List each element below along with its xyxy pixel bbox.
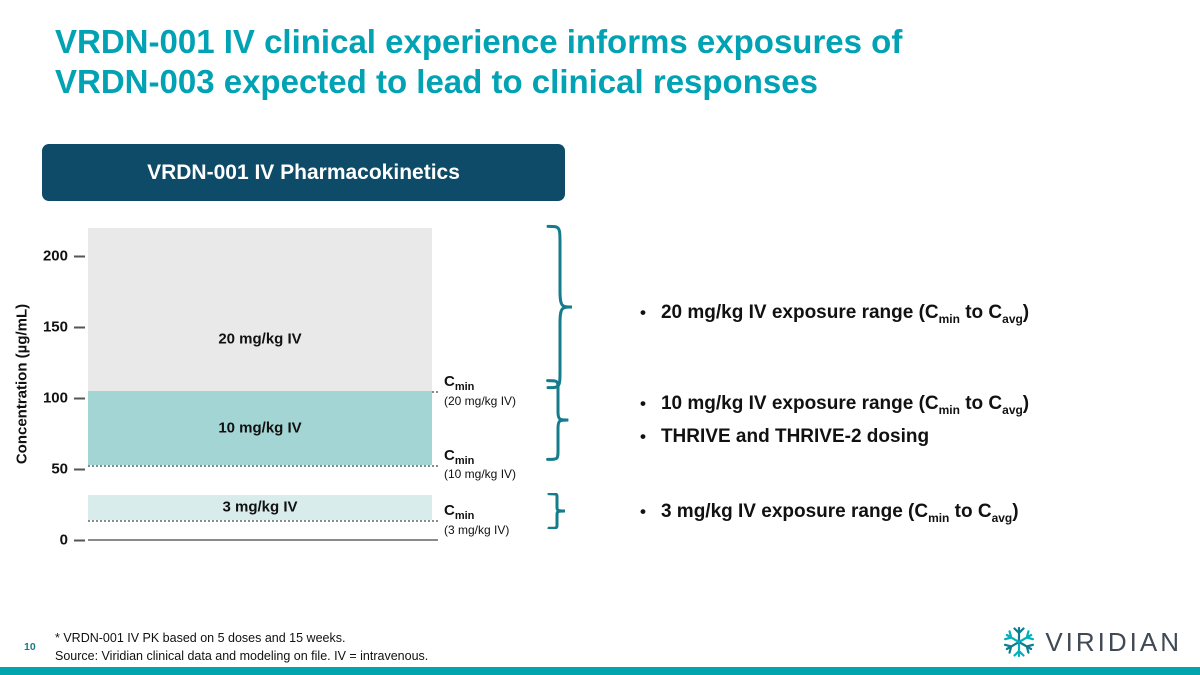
bullet-dot: • xyxy=(640,502,646,521)
viridian-star-icon xyxy=(1004,626,1035,658)
bullet-3mgkg-exposure: • 3 mg/kg IV exposure range (Cmin to Cav… xyxy=(640,501,1019,525)
y-axis-tick-100: 100 xyxy=(43,390,85,407)
bottom-accent-bar xyxy=(0,667,1200,675)
cmin-dose-detail: (10 mg/kg IV) xyxy=(444,467,517,482)
chart-title: VRDN-001 IV Pharmacokinetics xyxy=(147,160,460,184)
y-axis-tick-50: 50 xyxy=(51,461,85,478)
cmin-annotation-3mgkg: Cmin(3 mg/kg IV) xyxy=(444,502,509,538)
y-axis-tick-mark xyxy=(74,468,85,471)
y-axis-tick-label: 100 xyxy=(42,389,68,407)
y-axis-tick-label: 50 xyxy=(51,460,68,478)
page-title-line2: VRDN-003 expected to lead to clinical re… xyxy=(55,63,818,101)
x-axis-line xyxy=(88,539,438,541)
bullet-thrive-dosing: • THRIVE and THRIVE-2 dosing xyxy=(640,426,929,450)
y-axis-tick-label: 150 xyxy=(42,318,68,336)
y-axis-tick-mark xyxy=(74,255,85,258)
bullet-dot: • xyxy=(640,427,646,446)
y-axis-title: Concentration (µg/mL) xyxy=(13,303,31,465)
y-axis-tick-label: 0 xyxy=(59,531,68,549)
y-axis-tick-mark xyxy=(74,326,85,329)
band-label-10mgkg: 10 mg/kg IV xyxy=(218,419,302,437)
viridian-logo: VIRIDIAN xyxy=(1001,624,1182,660)
bullet-20mgkg-text: 20 mg/kg IV exposure range (Cmin to Cavg… xyxy=(660,302,1030,326)
cmin-line-3mgkg xyxy=(88,520,438,523)
brace-10mgkg-icon xyxy=(545,379,571,461)
bullet-20mgkg-exposure: • 20 mg/kg IV exposure range (Cmin to Ca… xyxy=(640,302,1029,326)
footnote-line2: Source: Viridian clinical data and model… xyxy=(55,649,429,664)
cmin-annotation-20mgkg: Cmin(20 mg/kg IV) xyxy=(444,373,516,409)
chart-title-box: VRDN-001 IV Pharmacokinetics xyxy=(42,144,565,201)
bullet-thrive-text: THRIVE and THRIVE-2 dosing xyxy=(660,426,930,447)
viridian-logo-text: VIRIDIAN xyxy=(1045,626,1182,657)
exposure-band-20mgkg: 20 mg/kg IV xyxy=(88,228,432,392)
y-axis-tick-mark xyxy=(74,539,85,541)
exposure-band-3mgkg: 3 mg/kg IV xyxy=(88,494,432,521)
y-axis-tick-label: 200 xyxy=(42,247,68,265)
band-label-20mgkg: 20 mg/kg IV xyxy=(218,330,302,348)
brace-20mgkg-icon xyxy=(545,223,575,391)
page-number: 10 xyxy=(24,641,36,653)
y-axis-tick-200: 200 xyxy=(43,248,85,265)
cmin-symbol: Cmin xyxy=(444,502,475,523)
cmin-dose-detail: (3 mg/kg IV) xyxy=(444,522,510,537)
y-axis-tick-150: 150 xyxy=(43,319,85,336)
y-axis-tick-0: 0 xyxy=(60,532,85,549)
cmin-symbol: Cmin xyxy=(444,373,475,394)
cmin-annotation-10mgkg: Cmin(10 mg/kg IV) xyxy=(444,447,516,483)
footnotes: * VRDN-001 IV PK based on 5 doses and 15… xyxy=(55,629,428,665)
bullet-dot: • xyxy=(640,394,646,413)
page-title: VRDN-001 IV clinical experience informs … xyxy=(55,22,1095,103)
bullet-10mgkg-text: 10 mg/kg IV exposure range (Cmin to Cavg… xyxy=(660,393,1030,417)
bullet-dot: • xyxy=(640,303,646,322)
cmin-line-10mgkg xyxy=(88,464,438,467)
bullet-3mgkg-text: 3 mg/kg IV exposure range (Cmin to Cavg) xyxy=(660,501,1019,525)
page-title-line1: VRDN-001 IV clinical experience informs … xyxy=(55,23,903,60)
bullet-10mgkg-exposure: • 10 mg/kg IV exposure range (Cmin to Ca… xyxy=(640,393,1029,417)
brace-3mgkg-icon xyxy=(547,493,567,529)
band-label-3mgkg: 3 mg/kg IV xyxy=(222,498,298,516)
y-axis-tick-mark xyxy=(74,397,85,400)
cmin-symbol: Cmin xyxy=(444,447,475,468)
footnote-line1: * VRDN-001 IV PK based on 5 doses and 15… xyxy=(55,631,346,645)
exposure-band-10mgkg: 10 mg/kg IV xyxy=(88,391,432,465)
cmin-dose-detail: (20 mg/kg IV) xyxy=(444,393,517,408)
